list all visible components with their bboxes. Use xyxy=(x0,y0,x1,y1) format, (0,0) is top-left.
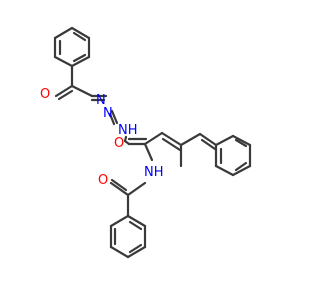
oxygen-atom: O xyxy=(114,136,124,151)
bond xyxy=(109,245,130,259)
bond xyxy=(143,142,154,162)
bond xyxy=(110,178,128,192)
bond xyxy=(161,137,182,152)
bond xyxy=(126,214,147,228)
bond xyxy=(214,164,235,177)
bond xyxy=(54,84,74,98)
nitrogen-hydrogen-atom: NH xyxy=(118,123,138,138)
oxygen-atom: O xyxy=(40,87,50,102)
bond xyxy=(231,134,252,147)
bond xyxy=(72,31,87,42)
bond xyxy=(160,131,183,147)
bond xyxy=(110,109,119,125)
bond xyxy=(234,138,248,148)
bond xyxy=(128,243,143,254)
structure-svg: O N N NH O NH O xyxy=(40,26,252,259)
bond xyxy=(179,132,202,147)
molecule-diagram: O N N NH O NH O xyxy=(40,26,252,259)
nitrogen-hydrogen-atom: NH xyxy=(144,165,164,180)
bond xyxy=(234,161,248,172)
bond xyxy=(126,181,147,197)
atom-labels: O N N NH O NH O xyxy=(40,87,164,188)
bond xyxy=(231,164,252,177)
bond xyxy=(108,112,116,126)
bond xyxy=(72,53,87,63)
bond xyxy=(198,132,218,147)
bond xyxy=(214,134,235,147)
bond xyxy=(126,245,147,259)
bond xyxy=(70,55,91,68)
bond xyxy=(128,220,143,231)
oxygen-atom: O xyxy=(98,173,108,188)
bond xyxy=(70,84,94,98)
bonds xyxy=(53,26,252,259)
bond xyxy=(109,181,130,197)
bond xyxy=(143,131,164,146)
bond xyxy=(57,89,74,101)
bond xyxy=(109,214,130,228)
bond xyxy=(53,55,74,68)
bond xyxy=(53,26,74,40)
bond xyxy=(200,138,217,151)
nitrogen-atom: N xyxy=(96,93,106,108)
bond xyxy=(70,26,91,40)
nitrogen-atom: N xyxy=(103,106,113,121)
